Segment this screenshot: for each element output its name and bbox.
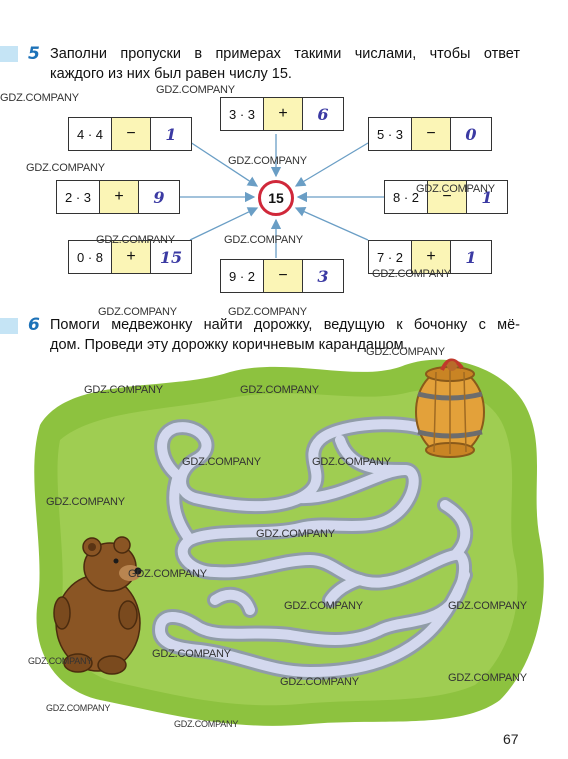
example-expression: 7 · 2 [376, 249, 403, 265]
watermark: GDZ.COMPANY [228, 155, 307, 167]
task-5-line-2: каждого из них был равен числу 15. [50, 66, 292, 82]
example-box-bottom-left: 0 · 8 + 15 [68, 240, 192, 274]
example-operator[interactable]: − [111, 118, 151, 150]
task-5-text: Заполни пропуски в примерах такими числа… [50, 44, 520, 84]
example-box-right: 8 · 2 − 1 [384, 180, 508, 214]
example-box-bottom-right: 7 · 2 + 1 [368, 240, 492, 274]
watermark: GDZ.COMPANY [96, 234, 175, 246]
example-answer[interactable]: 3 [317, 266, 329, 286]
example-expression: 8 · 2 [392, 189, 419, 205]
task-6-marker [0, 318, 18, 334]
arrow-bottom-right [294, 206, 369, 241]
task-6-line-1: Помоги медвежонку найти дорожку, ведущую… [50, 317, 520, 333]
watermark: GDZ.COMPANY [448, 600, 527, 612]
example-operator[interactable]: + [411, 241, 451, 273]
watermark: GDZ.COMPANY [128, 568, 207, 580]
watermark: GDZ.COMPANY [280, 676, 359, 688]
example-box-top-left: 4 · 4 − 1 [68, 117, 192, 151]
arrow-top-right [294, 142, 369, 187]
page-number: 67 [503, 731, 519, 747]
example-expression: 3 · 3 [228, 106, 255, 122]
watermark: GDZ.COMPANY [284, 600, 363, 612]
watermark: GDZ.COMPANY [156, 84, 235, 96]
watermark: GDZ.COMPANY [98, 306, 177, 318]
example-answer[interactable]: 6 [317, 104, 329, 124]
watermark: GDZ.COMPANY [240, 384, 319, 396]
example-answer[interactable]: 9 [153, 187, 165, 207]
watermark: GDZ.COMPANY [256, 528, 335, 540]
watermark: GDZ.COMPANY [28, 656, 93, 666]
watermark: GDZ.COMPANY [174, 719, 239, 729]
task-6-number: 6 [28, 315, 40, 335]
watermark: GDZ.COMPANY [448, 672, 527, 684]
task-5-line-1: Заполни пропуски в примерах такими числа… [50, 46, 520, 62]
example-operator[interactable]: − [427, 181, 467, 213]
example-answer[interactable]: 1 [481, 187, 493, 207]
example-answer[interactable]: 0 [465, 124, 477, 144]
example-answer[interactable]: 1 [465, 247, 477, 267]
example-operator[interactable]: − [263, 260, 303, 292]
watermark: GDZ.COMPANY [312, 456, 391, 468]
example-expression: 5 · 3 [376, 126, 403, 142]
watermark: GDZ.COMPANY [372, 268, 451, 280]
watermark: GDZ.COMPANY [228, 306, 307, 318]
bear-cub [53, 536, 142, 675]
center-target-circle: 15 [258, 180, 294, 216]
watermark: GDZ.COMPANY [0, 92, 79, 104]
example-answer[interactable]: 1 [165, 124, 177, 144]
example-answer[interactable]: 15 [159, 247, 183, 267]
watermark: GDZ.COMPANY [84, 384, 163, 396]
task-6-line-2: дом. Проведи эту дорожку коричневым кара… [50, 337, 408, 353]
example-expression: 2 · 3 [64, 189, 91, 205]
watermark: GDZ.COMPANY [152, 648, 231, 660]
watermark: GDZ.COMPANY [26, 162, 105, 174]
watermark: GDZ.COMPANY [46, 703, 111, 713]
example-expression: 0 · 8 [76, 249, 103, 265]
example-expression: 4 · 4 [76, 126, 103, 142]
arrow-top-left [189, 141, 259, 187]
watermark: GDZ.COMPANY [182, 456, 261, 468]
arrow-bottom-left [189, 207, 259, 241]
example-box-top: 3 · 3 + 6 [220, 97, 344, 131]
example-box-top-right: 5 · 3 − 0 [368, 117, 492, 151]
watermark: GDZ.COMPANY [46, 496, 125, 508]
example-operator[interactable]: + [111, 241, 151, 273]
example-expression: 9 · 2 [228, 268, 255, 284]
example-box-bottom: 9 · 2 − 3 [220, 259, 344, 293]
watermark: GDZ.COMPANY [416, 183, 495, 195]
task-6-text: Помоги медвежонку найти дорожку, ведущую… [50, 315, 520, 355]
example-operator[interactable]: − [411, 118, 451, 150]
arrows-diagram [168, 134, 384, 258]
watermark: GDZ.COMPANY [224, 234, 303, 246]
task-5-number: 5 [28, 44, 40, 64]
example-operator[interactable]: + [263, 98, 303, 130]
task-5-marker [0, 46, 18, 62]
watermark: GDZ.COMPANY [366, 346, 445, 358]
honey-barrel [415, 358, 485, 458]
example-operator[interactable]: + [99, 181, 139, 213]
example-box-left: 2 · 3 + 9 [56, 180, 180, 214]
